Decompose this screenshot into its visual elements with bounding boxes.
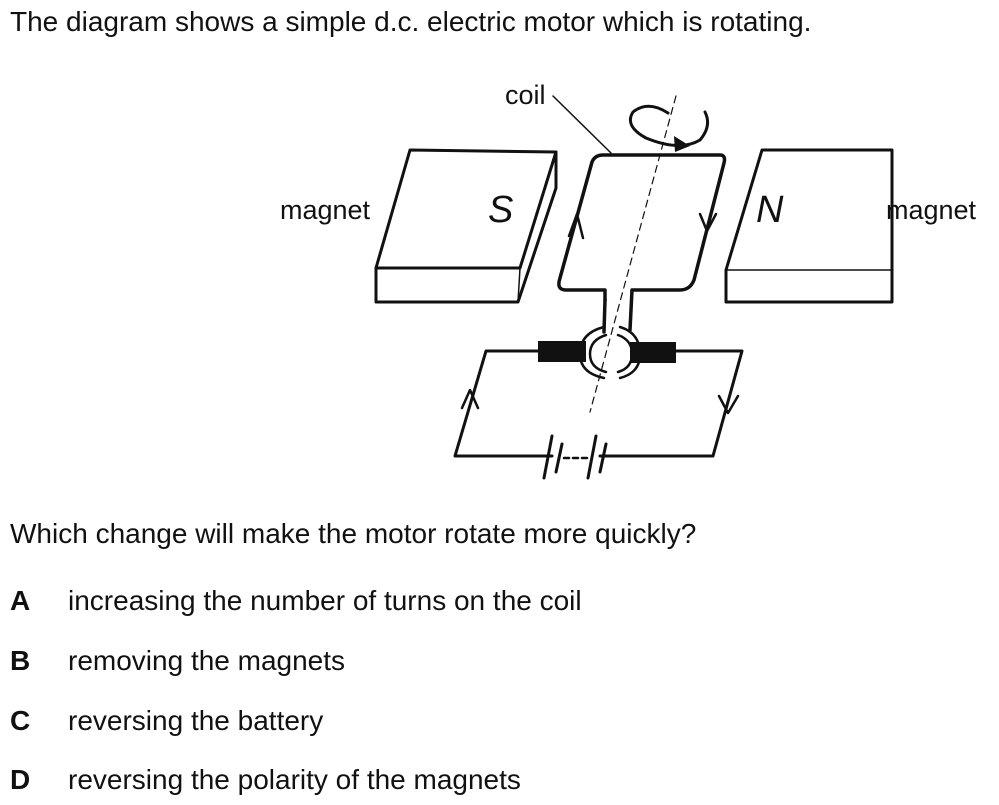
current-arrow-circuit-up bbox=[460, 388, 480, 410]
commutator bbox=[578, 325, 642, 380]
current-arrow-coil-up bbox=[567, 212, 585, 240]
option-letter: C bbox=[10, 705, 31, 736]
pole-label-n: N bbox=[756, 189, 784, 231]
option-text: increasing the number of turns on the co… bbox=[68, 585, 582, 616]
question-intro: The diagram shows a simple d.c. electric… bbox=[10, 6, 812, 37]
option-text: removing the magnets bbox=[68, 645, 346, 676]
coil-leader-line bbox=[552, 95, 612, 154]
option-text: reversing the polarity of the magnets bbox=[68, 764, 521, 795]
coil-label: coil bbox=[505, 80, 546, 110]
rotation-axis bbox=[589, 95, 677, 413]
current-arrow-circuit-down bbox=[717, 394, 740, 415]
battery-symbol bbox=[542, 434, 608, 480]
brush-right bbox=[630, 342, 676, 363]
option-text: reversing the battery bbox=[68, 705, 324, 736]
current-arrow-coil-down bbox=[698, 212, 718, 233]
magnet-label-right: magnet bbox=[886, 195, 977, 225]
circuit-wire bbox=[453, 349, 744, 458]
brush-left bbox=[538, 341, 586, 362]
option-letter: A bbox=[10, 585, 31, 616]
option-letter: B bbox=[10, 645, 31, 676]
pole-label-s: S bbox=[488, 189, 513, 231]
coil-loop bbox=[557, 153, 727, 334]
question-prompt: Which change will make the motor rotate … bbox=[10, 518, 697, 549]
magnet-label-left: magnet bbox=[280, 195, 371, 225]
magnet-n-block bbox=[724, 148, 894, 304]
rotation-arrow bbox=[628, 104, 710, 147]
magnet-s-block bbox=[374, 148, 558, 304]
option-letter: D bbox=[10, 764, 31, 795]
